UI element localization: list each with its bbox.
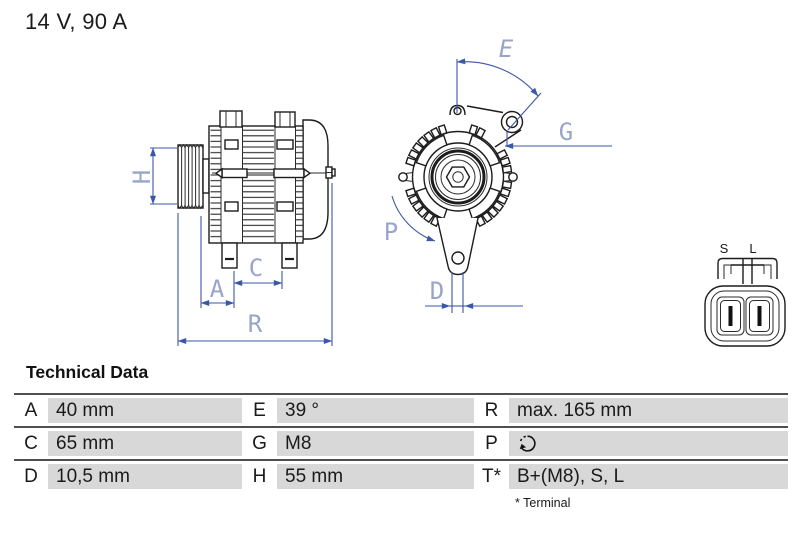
rotation-direction-icon [519,435,536,452]
spec-value: M8 [277,431,474,456]
table-row: C 65 mm G M8 P [14,426,788,459]
dimension-label-p: P [384,218,398,246]
terminal-footnote: * Terminal [515,496,571,510]
spec-value: 39 ° [277,398,474,423]
dimension-label-g: G [559,118,573,146]
dimension-label-h: H [128,170,156,184]
dimension-label-e: E [499,35,514,63]
spec-value: 40 mm [48,398,242,423]
connector-drawing: S L [704,241,786,347]
front-view-dimensions: E G P D [384,35,612,313]
spec-value: B+(M8), S, L [509,464,788,489]
table-row: A 40 mm E 39 ° R max. 165 mm [14,393,788,426]
side-view-dimensions: H A C R [128,147,333,346]
dimension-label-r: R [248,310,263,338]
product-rating-title: 14 V, 90 A [25,9,128,34]
spec-key: H [252,465,267,487]
technical-data-heading: Technical Data [26,362,149,382]
table-row: D 10,5 mm H 55 mm T* B+(M8), S, L [14,459,788,492]
spec-value: 55 mm [277,464,474,489]
terminal-label-l: L [749,241,756,256]
side-view-drawing: H A C R [128,110,336,346]
spec-value: 65 mm [48,431,242,456]
spec-value: 10,5 mm [48,464,242,489]
spec-key: C [24,432,38,454]
spec-key: T* [482,465,501,487]
spec-value: max. 165 mm [509,398,788,423]
technical-data-table: A 40 mm E 39 ° R max. 165 mm C 65 mm G M… [14,393,788,510]
spec-key: D [24,465,38,487]
spec-key: R [484,399,499,421]
spec-key: A [24,399,38,421]
technical-drawing: H A C R [128,35,786,347]
dimension-label-a: A [210,275,225,303]
dimension-label-c: C [249,254,263,282]
terminal-label-s: S [720,241,729,256]
front-view-drawing: E G P D [384,35,612,313]
spec-key: E [253,399,266,421]
dimension-label-d: D [430,277,444,305]
spec-key: G [252,432,267,454]
spec-value-rotation [509,431,788,456]
spec-key: P [485,432,498,454]
